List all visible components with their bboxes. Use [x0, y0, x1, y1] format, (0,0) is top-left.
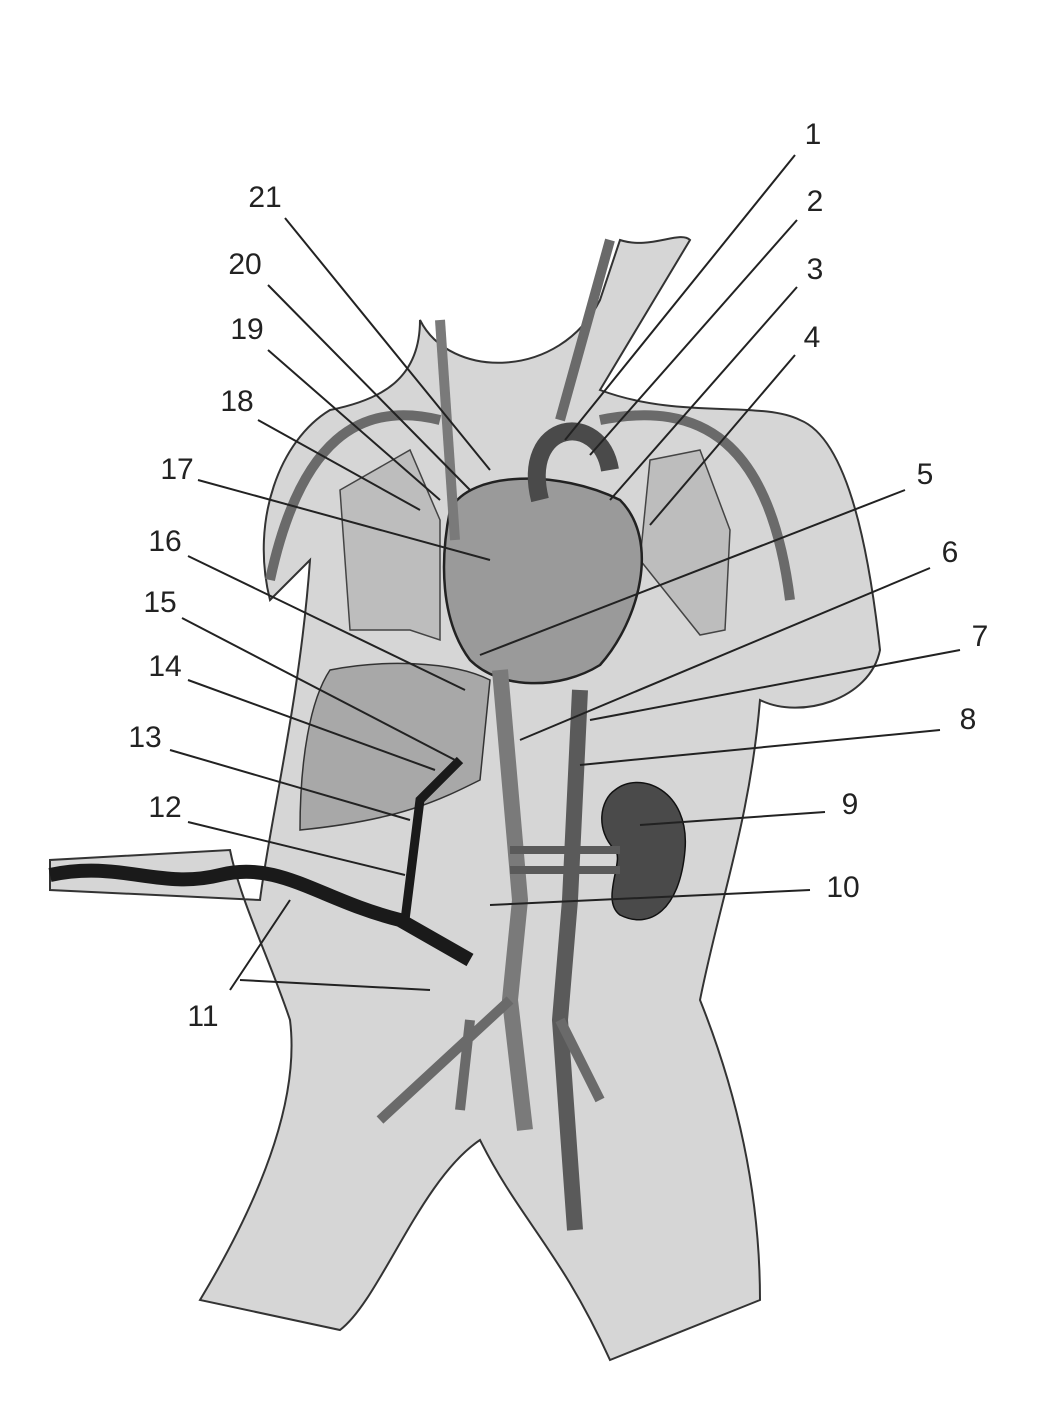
label-7: 7	[971, 620, 989, 653]
label-14: 14	[148, 650, 182, 683]
label-8: 8	[959, 703, 977, 736]
leader-lines	[169, 154, 961, 991]
label-19: 19	[230, 313, 264, 346]
leader-line-21	[284, 217, 491, 471]
leader-line-4	[649, 354, 796, 526]
leader-line-3	[609, 286, 798, 501]
label-6: 6	[941, 536, 959, 569]
leader-line-20	[267, 284, 471, 491]
right-lung	[339, 448, 441, 642]
label-1: 1	[804, 118, 822, 151]
label-2: 2	[806, 185, 824, 218]
leader-line-1	[564, 154, 796, 441]
label-15: 15	[143, 586, 177, 619]
leader-line-8	[579, 729, 941, 766]
heart	[442, 477, 644, 685]
label-17: 17	[160, 453, 194, 486]
label-9: 9	[841, 788, 859, 821]
leader-line-15	[181, 617, 456, 761]
label-16: 16	[148, 525, 182, 558]
leader-line-11	[239, 979, 431, 991]
label-18: 18	[220, 385, 254, 418]
label-20: 20	[228, 248, 262, 281]
leader-line-6	[519, 567, 931, 741]
leader-line-13	[169, 749, 411, 821]
leader-line-5	[479, 489, 906, 656]
leader-line-9	[639, 811, 826, 826]
portal-vein	[400, 756, 464, 921]
label-3: 3	[806, 253, 824, 286]
umbilical-cord	[48, 863, 474, 967]
label-12: 12	[148, 791, 182, 824]
label-5: 5	[916, 458, 934, 491]
renal-vessels	[510, 846, 620, 874]
leader-line-2	[589, 219, 798, 456]
label-4: 4	[803, 321, 821, 354]
iliac-vessels	[376, 996, 605, 1124]
leader-line-16	[187, 555, 466, 691]
arm-vessel-left	[599, 410, 795, 601]
leader-line-7	[589, 649, 961, 721]
leader-line-11	[229, 899, 291, 991]
aortic-arch	[527, 422, 619, 503]
leader-line-10	[489, 889, 811, 906]
label-11: 11	[187, 1000, 219, 1033]
leader-line-17	[197, 479, 491, 561]
vena-cava	[492, 669, 533, 1131]
carotid	[555, 238, 615, 422]
label-13: 13	[128, 721, 162, 754]
kidney	[601, 781, 686, 921]
jugular	[435, 319, 460, 541]
leader-line-14	[187, 679, 436, 771]
leader-line-19	[267, 349, 441, 501]
label-10: 10	[826, 871, 860, 904]
aorta	[551, 689, 588, 1231]
leader-line-12	[187, 821, 406, 876]
leader-line-18	[257, 419, 421, 511]
arm-vessel-right	[265, 410, 442, 582]
label-21: 21	[248, 181, 282, 214]
